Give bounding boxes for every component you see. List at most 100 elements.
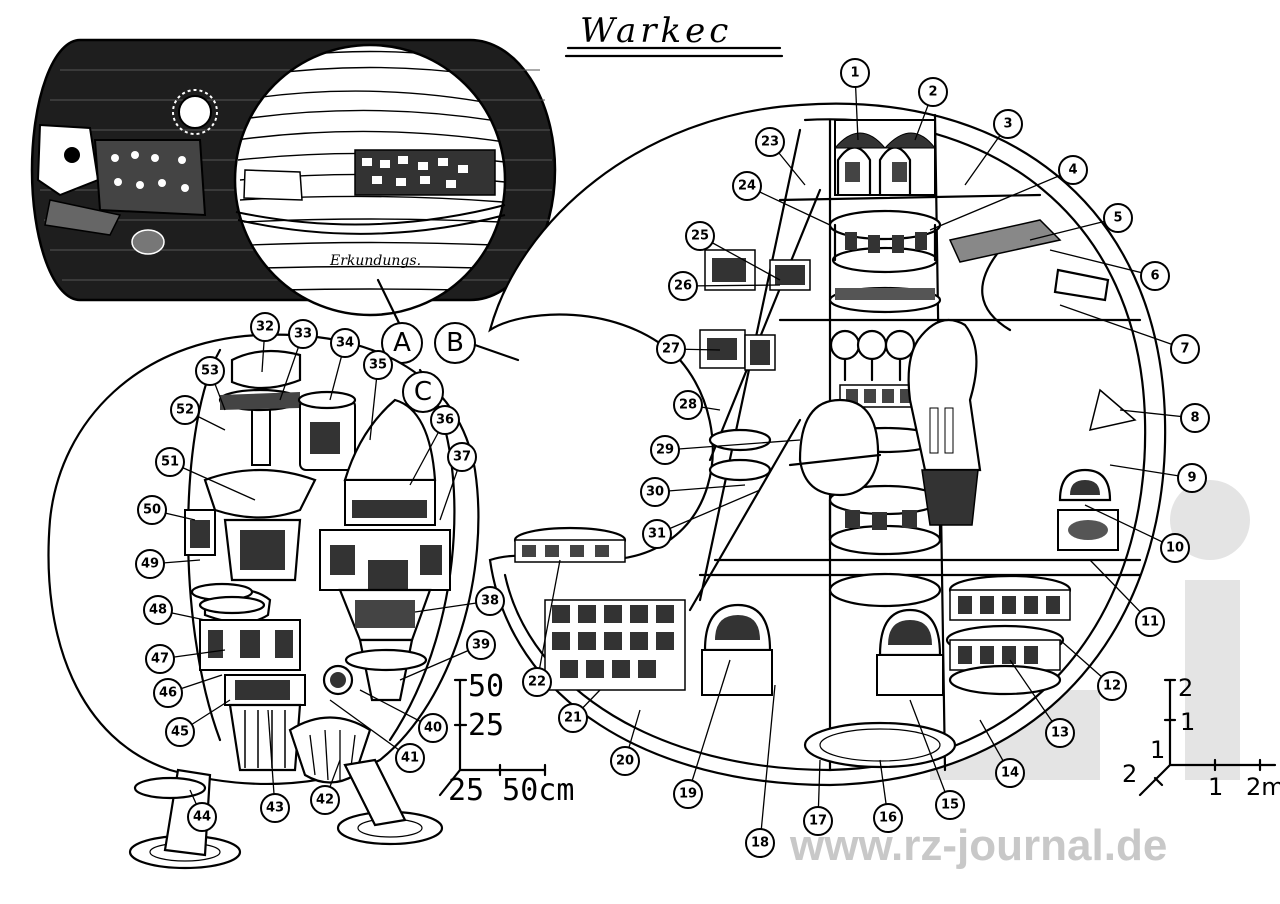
- callout-number: 41: [401, 751, 419, 766]
- callout-4: 4: [929, 155, 1088, 231]
- callout-number: 42: [316, 793, 334, 808]
- support-legs: [128, 758, 444, 870]
- callout-52: 52: [170, 395, 226, 431]
- callout-number: 34: [336, 336, 354, 351]
- module-b-large-sphere: [488, 102, 1167, 787]
- callout-number: 30: [646, 485, 664, 500]
- callout-44: 44: [187, 789, 217, 832]
- callout-number: 46: [159, 686, 177, 701]
- svg-text:B: B: [446, 328, 464, 358]
- callout-37: 37: [439, 442, 477, 521]
- callout-29: 29: [650, 435, 801, 465]
- callout-19: 19: [673, 659, 731, 809]
- callout-7: 7: [1059, 304, 1200, 364]
- callout-28: 28: [673, 390, 721, 420]
- callout-number: 53: [201, 364, 219, 379]
- callout-number: 1: [850, 66, 859, 81]
- svg-text:1: 1: [1180, 708, 1195, 736]
- callout-number: 50: [143, 503, 161, 518]
- callout-number: 28: [679, 398, 697, 413]
- callout-41: 41: [329, 699, 425, 773]
- callout-16: 16: [873, 759, 903, 833]
- callout-number: 12: [1103, 679, 1121, 694]
- callout-number: 26: [674, 279, 692, 294]
- callout-47: 47: [145, 644, 226, 674]
- callout-51: 51: [155, 447, 256, 501]
- callout-number: 14: [1001, 766, 1019, 781]
- diagram-title: Warkec: [580, 11, 732, 51]
- callout-32: 32: [250, 312, 280, 373]
- callout-17: 17: [803, 759, 833, 836]
- scale-bar: 50 25 25 50cm: [438, 669, 574, 808]
- callout-number: 48: [149, 603, 167, 618]
- callout-38: 38: [414, 586, 505, 616]
- callout-number: 2: [928, 85, 937, 100]
- label-b: B: [434, 322, 476, 364]
- callout-1: 1: [840, 58, 870, 141]
- svg-text:C: C: [414, 377, 432, 407]
- svg-text:A: A: [393, 328, 411, 358]
- svg-text:2m: 2m: [1246, 773, 1280, 801]
- callout-30: 30: [640, 477, 746, 507]
- callout-number: 31: [648, 527, 666, 542]
- callout-number: 15: [941, 798, 959, 813]
- callout-8: 8: [1119, 403, 1210, 433]
- callout-number: 45: [171, 725, 189, 740]
- callout-number: 19: [679, 787, 697, 802]
- callout-35: 35: [363, 350, 393, 441]
- callout-46: 46: [153, 674, 223, 708]
- callout-40: 40: [359, 689, 448, 743]
- callout-26: 26: [668, 271, 781, 301]
- callout-33: 33: [279, 319, 318, 401]
- callout-number: 29: [656, 443, 674, 458]
- callout-number: 36: [436, 413, 454, 428]
- callout-number: 32: [256, 320, 274, 335]
- scale-y-top: 50: [468, 669, 504, 704]
- left-wing-rooms: [699, 249, 811, 482]
- callout-number: 16: [879, 811, 897, 826]
- callout-number: 11: [1141, 615, 1159, 630]
- callout-39: 39: [399, 630, 496, 681]
- scale-y-mid: 25: [468, 708, 504, 743]
- callout-42: 42: [310, 759, 341, 815]
- label-c: C: [402, 371, 444, 413]
- callout-21: 21: [558, 689, 601, 733]
- callout-5: 5: [1029, 203, 1133, 241]
- callout-3: 3: [964, 109, 1023, 186]
- callout-number: 35: [369, 358, 387, 373]
- callout-number: 21: [564, 711, 582, 726]
- callout-34: 34: [329, 328, 360, 401]
- callout-number: 27: [662, 342, 680, 357]
- callout-number: 39: [472, 638, 490, 653]
- sun-icon: [178, 95, 212, 129]
- callout-number: 4: [1068, 163, 1077, 178]
- title-block: Warkec: [564, 11, 784, 58]
- callout-number: 3: [1003, 117, 1012, 132]
- callout-22: 22: [522, 559, 561, 697]
- callout-number: 9: [1187, 471, 1196, 486]
- label-a: A: [381, 322, 423, 364]
- callout-27: 27: [656, 334, 721, 364]
- callout-number: 52: [176, 403, 194, 418]
- callout-9: 9: [1109, 463, 1207, 493]
- callout-number: 38: [481, 594, 499, 609]
- callout-6: 6: [1049, 249, 1170, 291]
- callout-number: 49: [141, 557, 159, 572]
- callout-43: 43: [260, 709, 290, 823]
- callout-number: 7: [1180, 342, 1189, 357]
- callout-13: 13: [1009, 659, 1075, 748]
- callout-number: 40: [424, 721, 442, 736]
- callout-12: 12: [1059, 639, 1127, 701]
- callout-14: 14: [979, 719, 1025, 788]
- callout-24: 24: [732, 171, 831, 226]
- callout-number: 23: [761, 135, 779, 150]
- callout-layer: 1234567891011121314151617181920212223242…: [135, 58, 1210, 858]
- callout-number: 24: [738, 179, 756, 194]
- scale-x-labels: 25 50cm: [448, 773, 574, 808]
- callout-number: 18: [751, 836, 769, 851]
- inset-a-space-scene: Erkundungs.: [30, 38, 557, 317]
- callout-number: 51: [161, 455, 179, 470]
- callout-number: 5: [1113, 211, 1122, 226]
- callout-36: 36: [409, 405, 460, 486]
